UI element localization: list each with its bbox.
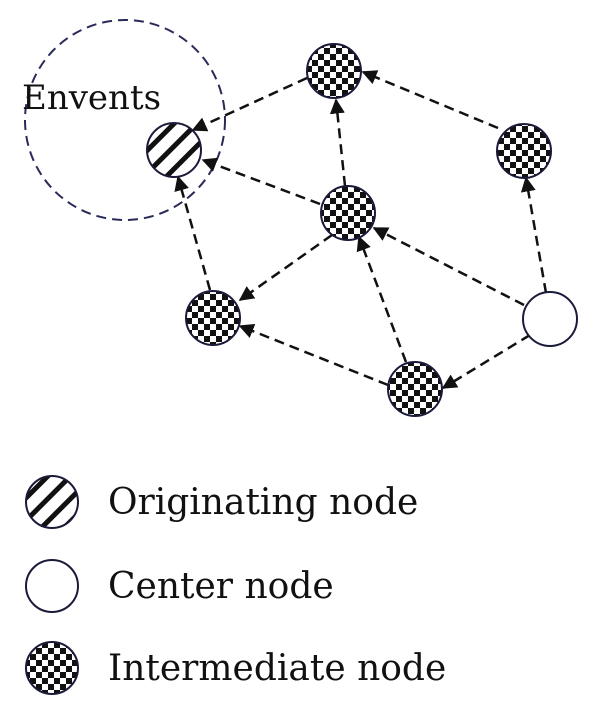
- center-node: [522, 291, 578, 347]
- edge-top-to-origin: [191, 76, 308, 132]
- hatched-circle-icon: [25, 475, 79, 529]
- edge-middle-to-origin: [201, 157, 321, 206]
- edge-center-to-bottom: [441, 333, 531, 390]
- edge-right-to-top: [361, 70, 499, 130]
- legend-label-center: Center node: [108, 566, 334, 607]
- event-label: Envents: [22, 78, 161, 118]
- intermediate-node-top: [306, 43, 362, 99]
- edge-bottom-to-leftmid: [238, 324, 389, 387]
- intermediate-node-right: [496, 123, 552, 179]
- intermediate-node-middle: [320, 185, 376, 241]
- edge-bottom-to-middle: [356, 235, 408, 363]
- event-region: [24, 19, 226, 221]
- nodes: [146, 43, 578, 417]
- legend-label-originating: Originating node: [108, 482, 418, 523]
- edges: [174, 70, 548, 390]
- intermediate-node-left: [185, 290, 241, 346]
- edge-middle-to-leftmid: [238, 233, 333, 302]
- intermediate-node-bottom: [387, 361, 443, 417]
- edge-center-to-right: [520, 176, 548, 294]
- originating-node: [146, 122, 202, 178]
- hollow-circle-icon: [25, 559, 79, 613]
- edge-leftmid-to-origin: [174, 175, 212, 291]
- legend: Originating node Center node Intermediat…: [25, 475, 446, 695]
- edge-middle-to-top: [329, 98, 347, 187]
- edge-center-to-middle: [372, 226, 525, 307]
- legend-label-intermediate: Intermediate node: [108, 648, 446, 689]
- checkered-circle-icon: [25, 641, 79, 695]
